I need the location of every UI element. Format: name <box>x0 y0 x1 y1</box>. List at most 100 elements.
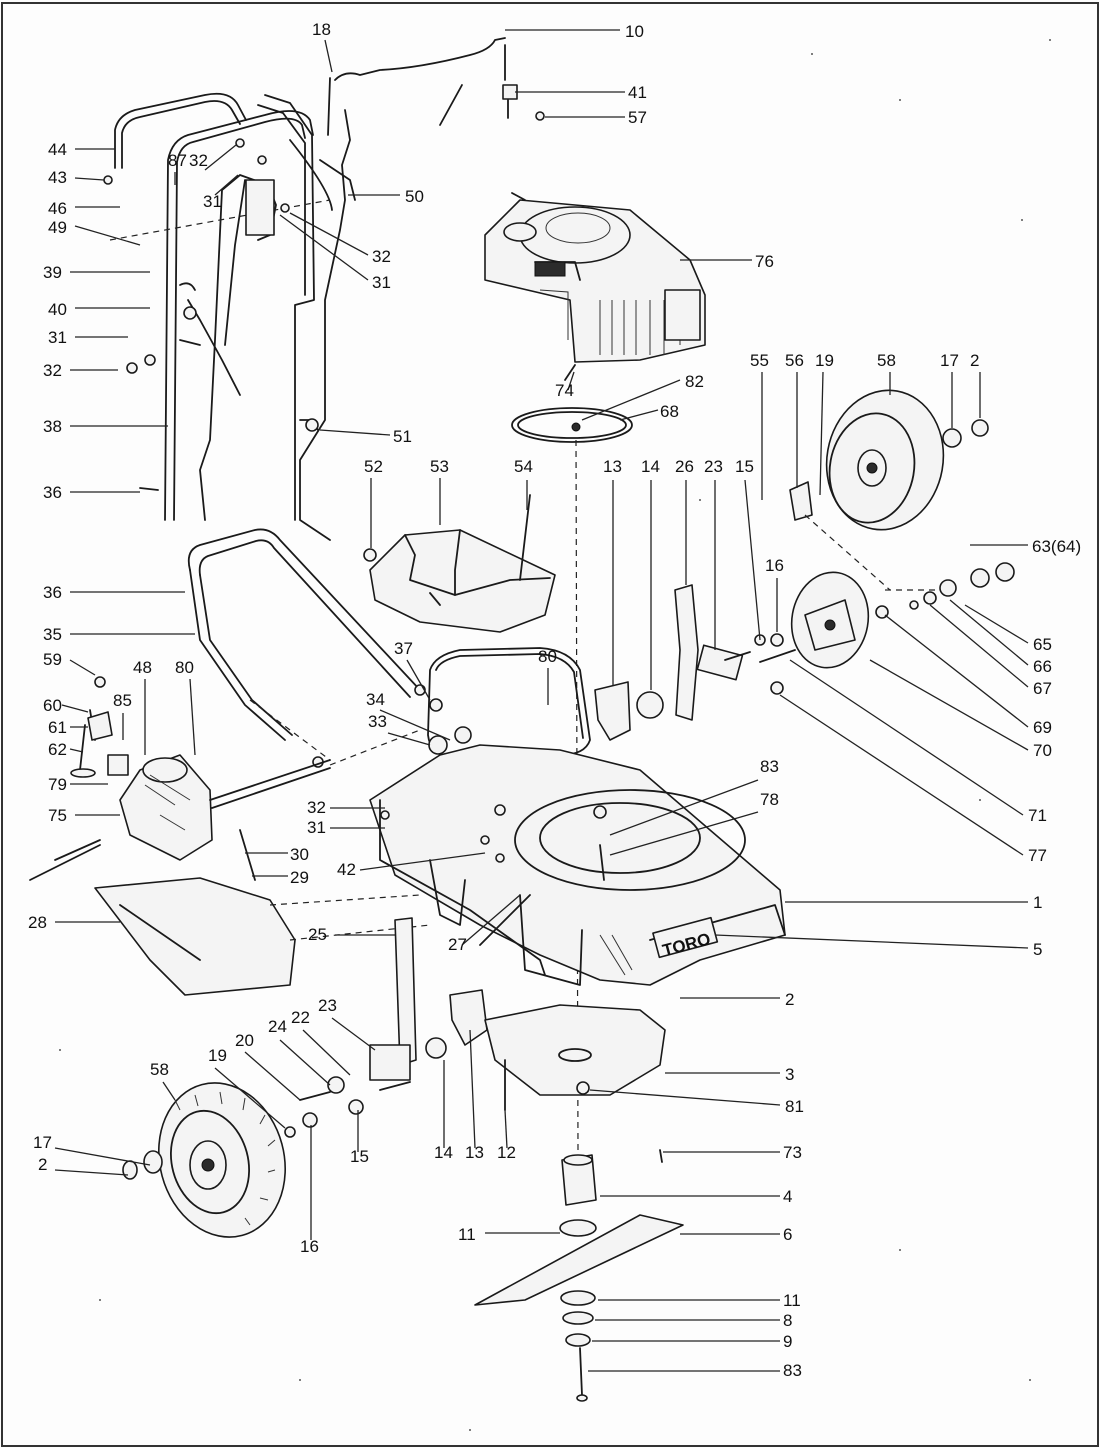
leader-line-c13b <box>469 1029 476 1149</box>
part-callout-c62: 62 <box>48 740 67 759</box>
leader-line-c20 <box>244 1051 301 1101</box>
belt-cover <box>363 494 556 633</box>
leader-line-c74 <box>567 371 575 391</box>
leader-line-c15a <box>744 479 761 641</box>
leader-line-c71 <box>789 659 1024 816</box>
part-callout-c2c: 2 <box>38 1155 47 1174</box>
part-callout-c49: 49 <box>48 218 67 237</box>
part-callout-c40: 40 <box>48 300 67 319</box>
leader-line-c81 <box>589 1089 781 1106</box>
part-callout-c11b: 11 <box>783 1291 801 1310</box>
part-callout-c27: 27 <box>448 935 467 954</box>
part-callout-c56: 56 <box>785 351 804 370</box>
part-callout-c11a: 11 <box>458 1225 476 1244</box>
part-callout-c69: 69 <box>1033 718 1052 737</box>
part-callout-c8: 8 <box>783 1311 792 1330</box>
part-callout-c32d: 32 <box>307 798 326 817</box>
part-callout-c32c: 32 <box>43 361 62 380</box>
part-callout-c6: 6 <box>783 1225 792 1244</box>
part-callout-c13a: 13 <box>603 457 622 476</box>
leader-line-c43 <box>74 177 105 181</box>
part-callout-c14a: 14 <box>641 457 660 476</box>
part-callout-c66: 66 <box>1033 657 1052 676</box>
part-callout-c19a: 19 <box>815 351 834 370</box>
upper-handle <box>109 92 356 521</box>
part-callout-c3: 3 <box>785 1065 794 1084</box>
part-callout-c75: 75 <box>48 806 67 825</box>
mower-deck <box>369 744 786 986</box>
part-callout-c33: 33 <box>368 712 387 731</box>
leader-line-c42 <box>359 852 486 871</box>
part-callout-c44: 44 <box>48 140 67 159</box>
leader-line-c70 <box>869 659 1029 751</box>
leader-line-c65 <box>964 604 1029 644</box>
gearbox <box>29 676 421 881</box>
part-callout-c37: 37 <box>394 639 413 658</box>
leader-line-c27 <box>461 894 521 946</box>
leader-line-c80b <box>189 678 196 756</box>
part-callout-c60: 60 <box>43 696 62 715</box>
part-callout-c16b: 16 <box>300 1237 319 1256</box>
part-callout-c31c: 31 <box>48 328 67 347</box>
leader-line-c69 <box>884 614 1029 728</box>
leader-line-c33 <box>387 732 431 746</box>
part-callout-c55: 55 <box>750 351 769 370</box>
part-callout-c29: 29 <box>290 868 309 887</box>
part-callout-c13b: 13 <box>465 1143 484 1162</box>
leader-line-c83a <box>609 779 759 836</box>
part-callout-c12: 12 <box>497 1143 516 1162</box>
part-callout-c53: 53 <box>430 457 449 476</box>
part-callout-c22: 22 <box>291 1008 310 1027</box>
part-callout-c79: 79 <box>48 775 67 794</box>
part-callout-c4: 4 <box>783 1187 792 1206</box>
leader-line-c19a <box>819 371 824 496</box>
part-callout-c5: 5 <box>1033 940 1042 959</box>
part-callout-c73: 73 <box>783 1143 802 1162</box>
part-callout-c63: 63(64) <box>1032 537 1081 556</box>
rear-wheel-upper <box>789 389 989 591</box>
rear-flap <box>94 829 431 996</box>
leader-lines <box>54 29 1029 1372</box>
part-callout-c80a: 80 <box>538 647 557 666</box>
part-callout-c23a: 23 <box>704 457 723 476</box>
leader-line-c68 <box>619 409 659 421</box>
part-callout-c26: 26 <box>675 457 694 476</box>
leader-line-c62 <box>69 748 84 753</box>
leader-line-c82 <box>581 379 681 421</box>
cable-50 <box>299 109 351 541</box>
control-cable-40 <box>179 282 241 396</box>
leader-line-c58b <box>162 1081 176 1101</box>
part-callout-c77: 77 <box>1028 846 1047 865</box>
part-callout-c17b: 17 <box>33 1133 52 1152</box>
leader-line-c37 <box>406 659 431 701</box>
part-callout-c76: 76 <box>755 252 774 271</box>
part-callout-c14b: 14 <box>434 1143 453 1162</box>
part-callout-c58b: 58 <box>150 1060 169 1079</box>
leader-line-c23b <box>331 1017 376 1051</box>
part-callout-c70: 70 <box>1033 741 1052 760</box>
leader-line-c49 <box>74 225 141 246</box>
part-callout-c58a: 58 <box>877 351 896 370</box>
leader-line-c32b <box>289 212 369 256</box>
part-callout-c50: 50 <box>405 187 424 206</box>
part-callout-c83a: 83 <box>760 757 779 776</box>
height-adjusters <box>284 584 796 1138</box>
part-callout-c71: 71 <box>1028 806 1047 825</box>
part-callout-c28: 28 <box>28 913 47 932</box>
part-callout-c31b: 31 <box>372 273 391 292</box>
chain-80 <box>427 647 591 761</box>
part-callout-c52: 52 <box>364 457 383 476</box>
part-callout-c74: 74 <box>555 381 574 400</box>
part-callout-c43: 43 <box>48 168 67 187</box>
part-callout-c23b: 23 <box>318 996 337 1015</box>
part-callout-c59: 59 <box>43 650 62 669</box>
part-callout-c17a: 17 <box>940 351 959 370</box>
part-callout-c68: 68 <box>660 402 679 421</box>
leader-line-c22 <box>302 1029 351 1076</box>
part-callout-c42: 42 <box>337 860 356 879</box>
leader-line-c24 <box>279 1039 331 1086</box>
